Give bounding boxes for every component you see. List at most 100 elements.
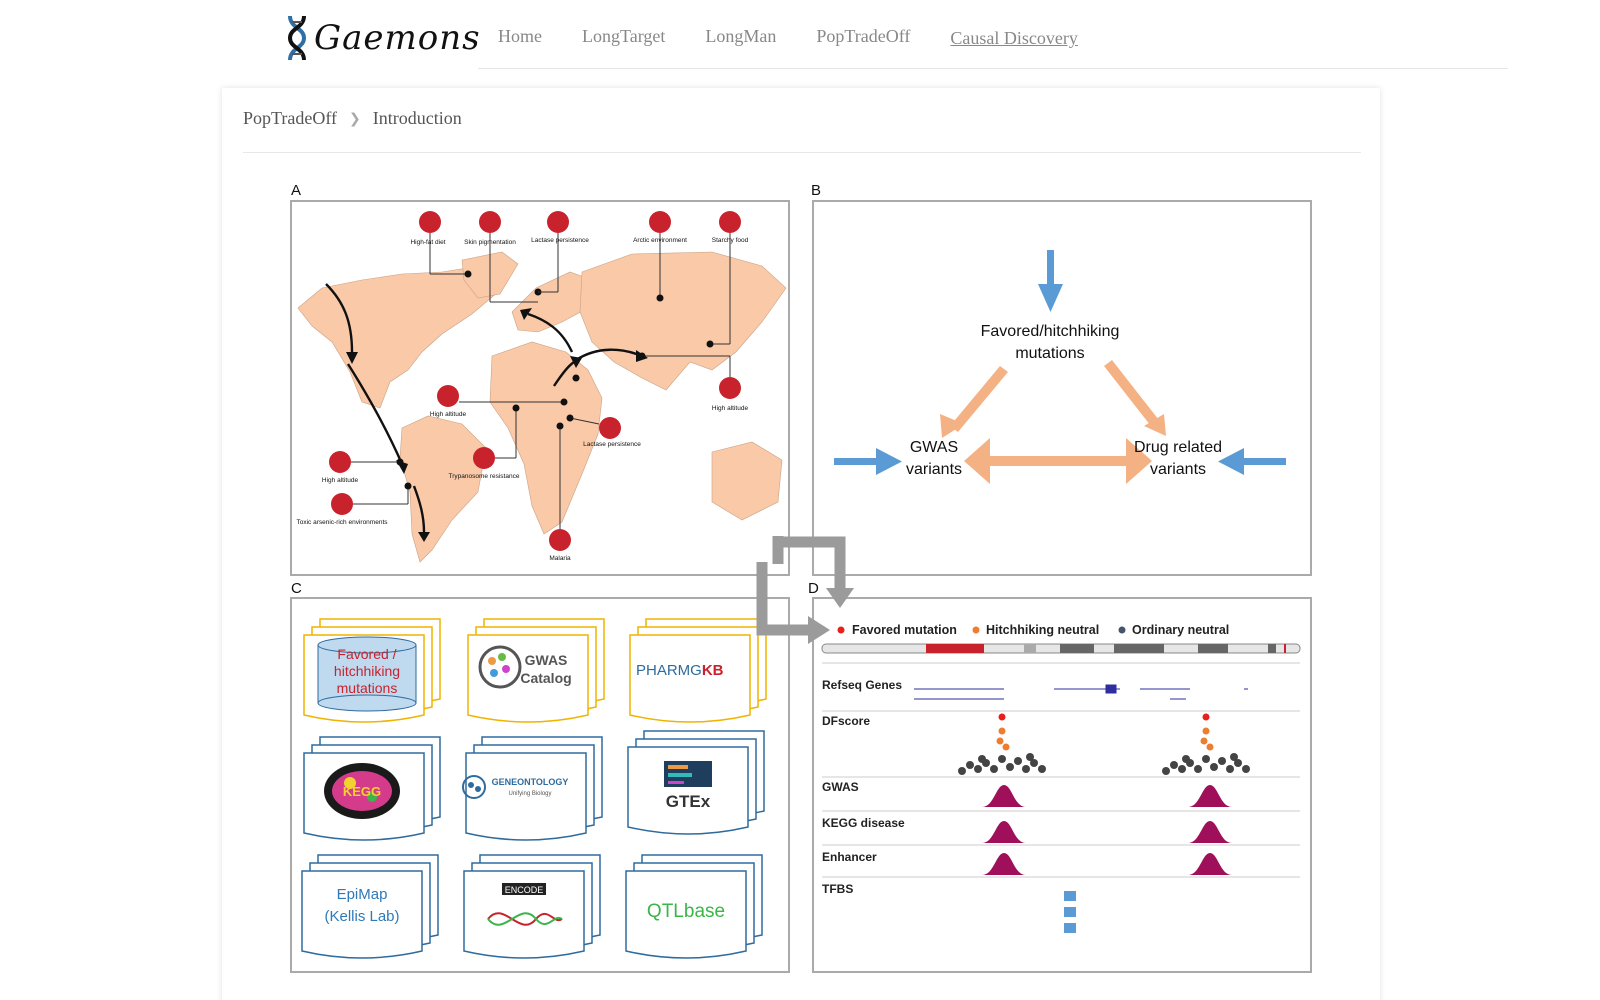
nav-longtarget[interactable]: LongTarget xyxy=(582,26,666,46)
main-nav: Home LongTarget LongMan PopTradeOff Caus… xyxy=(498,26,1118,49)
database-stack-figure: Favored / hitchhiking mutations GWAS Cat… xyxy=(301,618,767,959)
panel-c-label: C xyxy=(291,580,302,597)
svg-text:Toxic arsenic-rich environment: Toxic arsenic-rich environments xyxy=(296,519,388,526)
svg-text:Lactase persistence: Lactase persistence xyxy=(583,441,641,448)
trait-high-altitude-africa: High altitude xyxy=(430,385,568,418)
blue-input-arrows xyxy=(834,250,1286,475)
logo-text: Gaemons xyxy=(314,18,481,58)
svg-text:DFscore: DFscore xyxy=(822,714,870,728)
nav-causal-discovery[interactable]: Causal Discovery xyxy=(950,28,1078,48)
dfscore-cluster-right xyxy=(1162,713,1250,775)
panel-c-databases: Favored / hitchhiking mutations GWAS Cat… xyxy=(290,597,790,973)
svg-text:GWAS: GWAS xyxy=(525,652,568,668)
gtex-icon xyxy=(664,761,712,787)
svg-text:KEGG disease: KEGG disease xyxy=(822,816,905,830)
tfbs-ellipsis xyxy=(1064,891,1076,933)
nav-poptradeoff[interactable]: PopTradeOff xyxy=(816,26,911,46)
gwas-catalog-icon xyxy=(478,645,522,689)
svg-text:High altitude: High altitude xyxy=(430,411,467,418)
trait-high-altitude-asia: High altitude xyxy=(638,352,749,412)
doc-encode xyxy=(463,854,601,959)
breadcrumb: PopTradeOff ❯ Introduction xyxy=(243,108,462,129)
flow-arrows xyxy=(756,536,854,644)
panel-a-label: A xyxy=(291,182,302,199)
encode-badge xyxy=(502,883,546,895)
panel-a-world-map: High-fat diet Skin pigmentation Lactase … xyxy=(290,200,790,576)
relationship-diagram: Favored/hitchhiking mutations GWAS varia… xyxy=(834,250,1286,484)
migration-arrows xyxy=(325,283,643,533)
svg-text:Arctic environment: Arctic environment xyxy=(633,237,687,244)
africa xyxy=(489,341,603,535)
svg-text:Favored mutation: Favored mutation xyxy=(852,623,957,637)
world-map-figure: High-fat diet Skin pigmentation Lactase … xyxy=(296,211,787,563)
trait-starchy-food: Starchy food xyxy=(706,211,749,348)
svg-text:EpiMap: EpiMap xyxy=(337,886,388,903)
database-cylinder-icon xyxy=(317,636,417,712)
svg-text:Malaria: Malaria xyxy=(549,555,571,562)
svg-text:KEGG: KEGG xyxy=(343,784,381,799)
panel-d-label: D xyxy=(808,580,819,597)
breadcrumb-current: Introduction xyxy=(372,108,462,128)
south-america xyxy=(399,415,487,563)
chevron-right-icon: ❯ xyxy=(349,110,361,127)
svg-text:Trypanosome resistance: Trypanosome resistance xyxy=(449,473,520,480)
svg-text:Enhancer: Enhancer xyxy=(822,850,877,864)
kegg-logo-icon xyxy=(324,763,400,819)
dna-icon xyxy=(287,15,307,61)
gwas-label-line2: variants xyxy=(906,461,962,478)
trait-lactase-persistence-north: Lactase persistence xyxy=(531,211,589,293)
svg-text:Unifying Biology: Unifying Biology xyxy=(508,791,551,797)
drug-label-line1: Drug related xyxy=(1134,439,1222,456)
trait-trypanosome-resistance: Trypanosome resistance xyxy=(449,404,520,480)
chromosome-ideogram xyxy=(821,643,1301,654)
refseq-gene-models xyxy=(914,684,1248,700)
svg-text:High altitude: High altitude xyxy=(712,405,749,412)
panel-d-genome-tracks: Favored mutation Hitchhiking neutral Ord… xyxy=(812,597,1312,973)
svg-text:Favored /: Favored / xyxy=(337,646,396,662)
svg-text:Skin pigmentation: Skin pigmentation xyxy=(464,239,516,246)
dfscore-cluster-left xyxy=(958,713,1046,775)
nav-divider xyxy=(478,68,1508,69)
continents xyxy=(297,251,787,563)
svg-text:GTEx: GTEx xyxy=(666,792,711,811)
nav-home[interactable]: Home xyxy=(498,26,542,46)
track-labels: Refseq Genes DFscore GWAS KEGG disease E… xyxy=(822,678,905,896)
svg-text:(Kellis Lab): (Kellis Lab) xyxy=(324,908,399,925)
north-america xyxy=(297,263,499,409)
track-legend: Favored mutation Hitchhiking neutral Ord… xyxy=(837,623,1229,637)
asia xyxy=(579,251,787,391)
trait-malaria: Malaria xyxy=(549,422,571,562)
panel-b-relationship-diagram: Favored/hitchhiking mutations GWAS varia… xyxy=(812,200,1312,576)
trait-arctic-environment: Arctic environment xyxy=(633,211,687,302)
orange-relation-arrows xyxy=(940,360,1166,484)
genome-track-figure: Favored mutation Hitchhiking neutral Ord… xyxy=(821,623,1301,933)
svg-text:TFBS: TFBS xyxy=(822,882,853,896)
svg-text:Refseq Genes: Refseq Genes xyxy=(822,678,902,692)
gwas-label-line1: GWAS xyxy=(910,439,958,456)
svg-text:GWAS: GWAS xyxy=(822,780,859,794)
doc-epimap xyxy=(301,854,439,959)
doc-pharmgkb xyxy=(629,618,767,723)
svg-text:Lactase persistence: Lactase persistence xyxy=(531,237,589,244)
doc-qtlbase xyxy=(625,854,763,959)
nav-longman[interactable]: LongMan xyxy=(705,26,777,46)
favored-label-line2: mutations xyxy=(1015,345,1084,362)
svg-text:Hitchhiking neutral: Hitchhiking neutral xyxy=(986,623,1099,637)
svg-text:GENEONTOLOGY: GENEONTOLOGY xyxy=(492,777,569,787)
dna-helix-icon xyxy=(487,912,563,926)
drug-label-line2: variants xyxy=(1150,461,1206,478)
svg-text:Catalog: Catalog xyxy=(520,670,571,686)
track-dividers xyxy=(822,710,1300,878)
site-logo[interactable]: Gaemons xyxy=(286,14,481,62)
pharmgkb-logo: PHARMGKB xyxy=(636,662,724,679)
svg-text:mutations: mutations xyxy=(337,680,398,696)
trait-high-altitude-andes: High altitude xyxy=(322,451,404,484)
trait-markers: High-fat diet Skin pigmentation Lactase … xyxy=(296,211,749,562)
svg-text:High altitude: High altitude xyxy=(322,477,359,484)
australia xyxy=(711,441,783,521)
trait-skin-pigmentation: Skin pigmentation xyxy=(464,211,542,303)
trait-toxic-arsenic: Toxic arsenic-rich environments xyxy=(296,482,412,526)
trait-lactase-persistence-africa: Lactase persistence xyxy=(566,374,641,448)
svg-text:Ordinary neutral: Ordinary neutral xyxy=(1132,623,1229,637)
breadcrumb-parent[interactable]: PopTradeOff xyxy=(243,108,338,128)
